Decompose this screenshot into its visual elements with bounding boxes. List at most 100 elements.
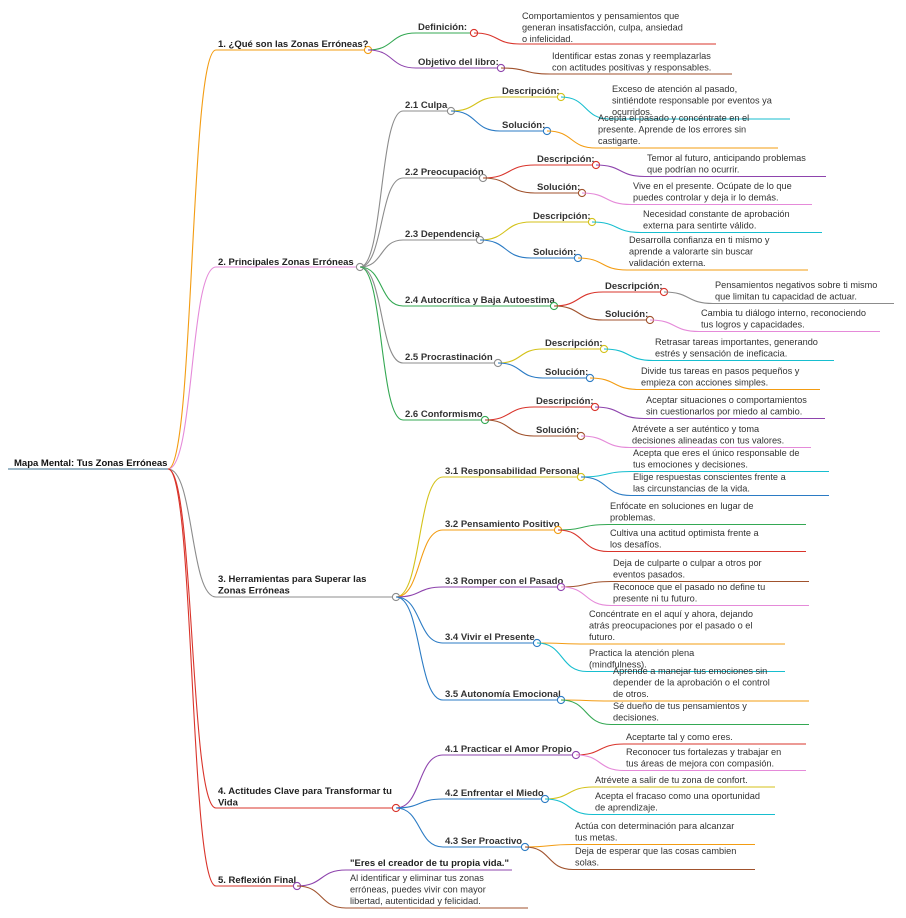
zona-2-5-label: 2.5 Procrastinación [405, 352, 493, 363]
actitud-4-2-leaf-connector-2 [544, 798, 594, 816]
herramienta-3-3-leaf-connector-1 [560, 580, 612, 588]
herramienta-3-2-label: 3.2 Pensamiento Positivo [445, 519, 560, 530]
herramienta-3-2-leaf-connector-1 [557, 523, 609, 531]
zona-2-5-descripcion-label: Descripción: [545, 338, 603, 349]
branch-5-label: 5. Reflexión Final [218, 875, 296, 886]
actitud-4-1-label: 4.1 Practicar el Amor Propio [445, 744, 572, 755]
actitud-4-1-leaf-connector-2 [575, 754, 625, 772]
actitud-4-3-leaf-connector-1 [524, 843, 574, 848]
zona-2-4-solucion-label: Solución: [605, 309, 648, 320]
zona-2-1-connector [359, 110, 404, 268]
zona-2-2-descripcion-connector [482, 164, 536, 179]
zona-2-2-descripcion-leaf-connector [595, 164, 646, 178]
zona-2-3-label: 2.3 Dependencia [405, 229, 481, 240]
zona-2-1-descripcion-text: Exceso de atención al pasado,sintiéndote… [612, 84, 773, 117]
zona-2-4-descripcion-leaf-connector [663, 291, 714, 305]
herramienta-3-4-connector [395, 596, 444, 644]
objetivo-leaf-connector [500, 67, 551, 75]
zona-2-2-descripcion-label: Descripción: [537, 154, 595, 165]
zona-2-5-descripcion-connector [497, 348, 544, 364]
zona-2-2-solucion-connector [482, 177, 536, 194]
definicion-label: Definición: [418, 22, 467, 33]
zona-2-2-solucion-leaf-connector [581, 192, 632, 206]
zona-2-4-label: 2.4 Autocrítica y Baja Autoestima [405, 295, 555, 306]
zona-2-1-label: 2.1 Culpa [405, 100, 448, 111]
branch-3-connector [167, 468, 217, 598]
definicion-connector [367, 32, 417, 51]
zona-2-6-descripcion-connector [484, 406, 535, 421]
zona-2-4-solucion-connector [553, 305, 604, 321]
zona-2-3-solucion-label: Solución: [533, 247, 576, 258]
reflexion-quote-connector [296, 869, 347, 887]
zona-2-5-solucion-connector [497, 362, 544, 379]
zona-2-5-connector [359, 266, 404, 364]
zona-2-1-solucion-label: Solución: [502, 120, 545, 131]
herramienta-3-1-label: 3.1 Responsabilidad Personal [445, 466, 580, 477]
zona-2-6-descripcion-leaf-connector [594, 406, 645, 420]
actitud-4-3-connector [395, 807, 444, 848]
zona-2-5-descripcion-leaf-connector [603, 348, 654, 362]
actitud-4-1-leaf-connector-1 [575, 743, 625, 756]
branch-1-connector [167, 49, 217, 470]
zona-2-3-descripcion-label: Descripción: [533, 211, 591, 222]
zona-2-2-solucion-label: Solución: [537, 182, 580, 193]
zona-2-4-descripcion-connector [553, 291, 604, 307]
actitud-4-1-text-1: Aceptarte tal y como eres. [626, 732, 733, 742]
zona-2-1-solucion-connector [450, 110, 501, 132]
actitud-4-3-leaf-connector-2 [524, 846, 574, 871]
herramienta-3-1-leaf-connector-2 [580, 476, 632, 497]
herramienta-3-2-connector [395, 529, 444, 598]
branch-5-connector [167, 468, 217, 887]
actitud-4-2-leaf-connector-1 [544, 786, 594, 800]
zona-2-6-connector [359, 266, 404, 421]
branch-1-label: 1. ¿Qué son las Zonas Erróneas? [218, 39, 369, 50]
actitud-4-1-connector [395, 754, 444, 809]
zona-2-3-descripcion-leaf-connector [591, 221, 642, 234]
branch-2-connector [167, 266, 217, 470]
zona-2-6-solucion-label: Solución: [536, 425, 579, 436]
herramienta-3-1-leaf-connector-1 [580, 470, 632, 478]
zona-2-1-descripcion-connector [450, 96, 501, 112]
zona-2-3-descripcion-connector [479, 221, 532, 241]
herramienta-3-4-text-2: Practica la atención plena(mindfulness). [589, 648, 695, 670]
zona-2-4-connector [359, 266, 404, 307]
herramienta-3-5-connector [395, 596, 444, 701]
objetivo-connector [367, 49, 417, 69]
zona-2-3-connector [359, 239, 404, 268]
actitud-4-2-connector [395, 798, 444, 809]
herramienta-3-3-connector [395, 586, 444, 598]
objetivo-label: Objetivo del libro: [418, 57, 499, 68]
herramienta-3-3-leaf-connector-2 [560, 586, 612, 607]
zona-2-6-descripcion-label: Descripción: [536, 396, 594, 407]
definicion-leaf-connector [473, 32, 521, 45]
zona-2-3-solucion-connector [479, 239, 532, 259]
actitud-4-2-label: 4.2 Enfrentar el Miedo [445, 788, 544, 799]
root-topic: Mapa Mental: Tus Zonas Erróneas [14, 458, 167, 469]
zona-2-1-solucion-leaf-connector [546, 130, 597, 149]
herramienta-3-1-connector [395, 476, 444, 598]
